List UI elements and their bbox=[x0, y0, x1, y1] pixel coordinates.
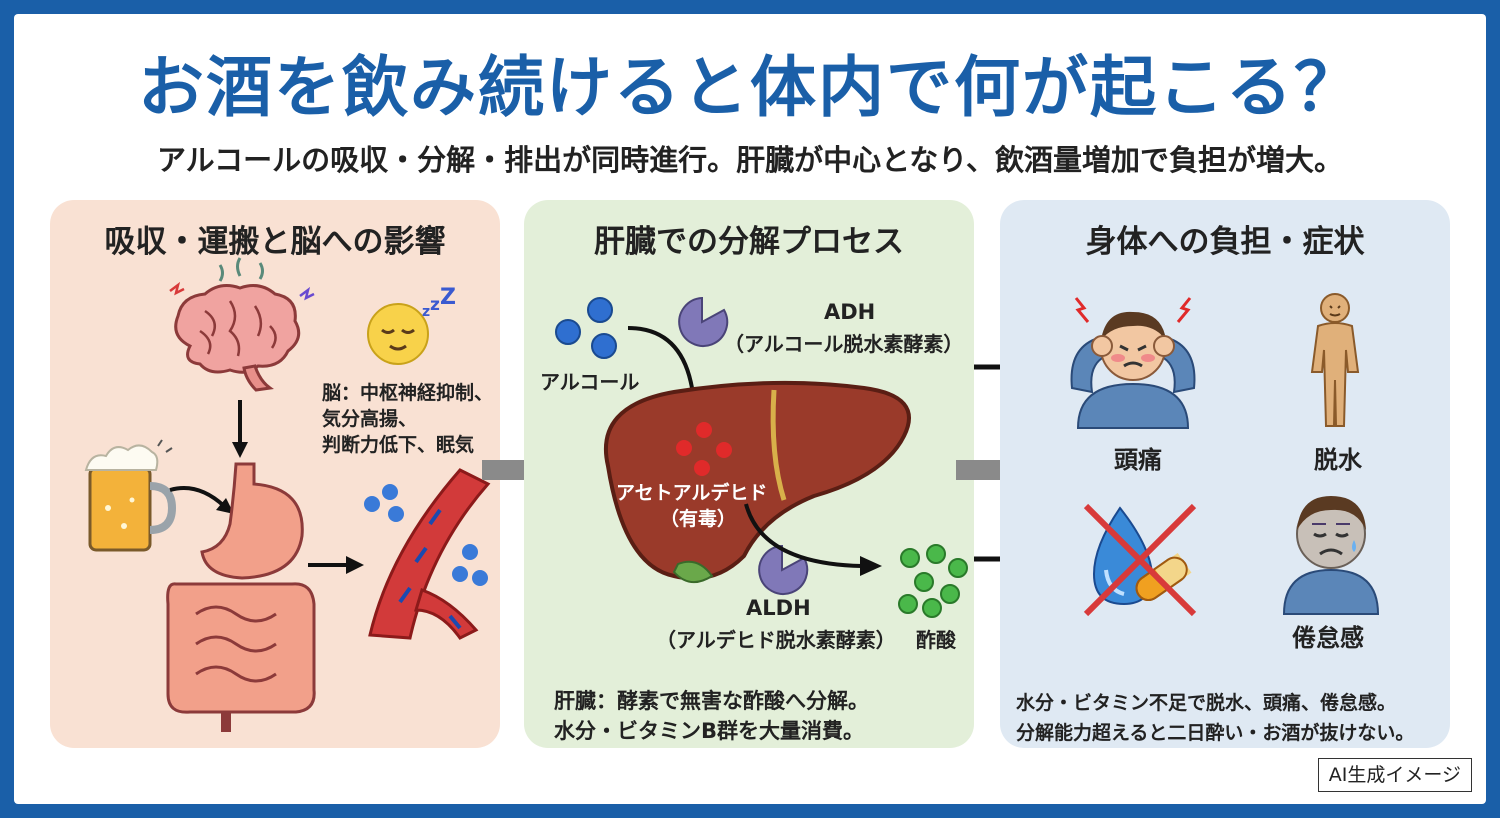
burden-summary-line: 水分・ビタミン不足で脱水、頭痛、倦怠感。 bbox=[1016, 692, 1397, 714]
svg-text:z: z bbox=[430, 295, 440, 315]
page-subtitle: アルコールの吸収・分解・排出が同時進行。肝臓が中心となり、飲酒量増加で負担が増大… bbox=[156, 143, 1344, 177]
arrow-curved bbox=[169, 486, 234, 514]
alcohol-label: アルコール bbox=[540, 370, 640, 394]
liver-summary: 肝臓：酵素で無害な酢酸へ分解。 水分・ビタミンB群を大量消費。 bbox=[554, 686, 869, 746]
acetic-acid-molecule-icon bbox=[898, 544, 968, 618]
aldh-description: （アルデヒド脱水素酵素） bbox=[656, 628, 896, 652]
sleepy-face-icon: z z Z bbox=[367, 285, 456, 365]
burden-summary-line: 分解能力超えると二日酔い・お酒が抜けない。 bbox=[1016, 722, 1415, 744]
panel-liver: 肝臓での分解プロセス アルコール ADH （アルコール脱水素酵素） bbox=[524, 200, 974, 748]
blood-vessel-icon bbox=[364, 468, 491, 640]
svg-text:z: z bbox=[422, 304, 430, 320]
adh-name: ADH bbox=[824, 300, 876, 324]
fatigued-person-icon bbox=[1282, 496, 1380, 615]
acetic-acid-label: 酢酸 bbox=[916, 628, 956, 652]
brain-icon bbox=[169, 257, 315, 392]
adh-enzyme-icon bbox=[678, 296, 729, 347]
panel-burden: 身体への負担・症状 頭痛 脱水 bbox=[1000, 200, 1450, 748]
adh-description: （アルコール脱水素酵素） bbox=[724, 332, 964, 356]
stomach-intestine-icon bbox=[166, 462, 316, 732]
symptom-headache-label: 頭痛 bbox=[1114, 446, 1162, 474]
water-vitamin-deficit-icon bbox=[1083, 503, 1197, 617]
infographic-frame: お酒を飲み続けると体内で何が起こる？ アルコールの吸収・分解・排出が同時進行。肝… bbox=[14, 14, 1486, 804]
acetaldehyde-note: （有毒） bbox=[660, 508, 737, 530]
liver-summary-line: 水分・ビタミンB群を大量消費。 bbox=[554, 719, 865, 743]
aldh-name: ALDH bbox=[746, 596, 811, 620]
arrow-curved bbox=[744, 503, 882, 576]
dehydrated-body-icon bbox=[1310, 293, 1360, 427]
page-title: お酒を飲み続けると体内で何が起こる？ bbox=[138, 49, 1362, 126]
alcohol-molecule-icon bbox=[555, 297, 617, 359]
symptom-fatigue-label: 倦怠感 bbox=[1292, 624, 1364, 652]
acetaldehyde-label: アセトアルデヒド bbox=[616, 482, 768, 504]
aldh-enzyme-icon bbox=[758, 544, 809, 595]
brain-note-line: 脳：中枢神経抑制、 bbox=[322, 382, 494, 404]
panel-absorption: 吸収・運搬と脳への影響 z z Z 脳：中枢神経抑制、 気分高揚、 判断力低下、… bbox=[50, 200, 500, 748]
brain-note-line: 判断力低下、眠気 bbox=[322, 434, 475, 456]
ai-generated-badge: AI生成イメージ bbox=[1317, 758, 1472, 792]
beer-mug-icon bbox=[84, 439, 177, 552]
liver-summary-line: 肝臓：酵素で無害な酢酸へ分解。 bbox=[554, 689, 869, 713]
brain-note-line: 気分高揚、 bbox=[322, 408, 418, 430]
panel-liver-title: 肝臓での分解プロセス bbox=[594, 224, 904, 260]
panel-burden-title: 身体への負担・症状 bbox=[1085, 224, 1365, 260]
headache-person-icon bbox=[1070, 297, 1196, 429]
arrow-down bbox=[232, 400, 248, 458]
arrow-right bbox=[308, 556, 364, 574]
symptom-dehydration-label: 脱水 bbox=[1314, 446, 1362, 474]
brain-effect-note: 脳：中枢神経抑制、 気分高揚、 判断力低下、眠気 bbox=[322, 380, 493, 458]
burden-summary: 水分・ビタミン不足で脱水、頭痛、倦怠感。 分解能力超えると二日酔い・お酒が抜けな… bbox=[1016, 688, 1414, 748]
liver-icon bbox=[603, 380, 911, 583]
svg-text:Z: Z bbox=[440, 285, 456, 310]
panel-absorption-title: 吸収・運搬と脳への影響 bbox=[104, 224, 446, 260]
